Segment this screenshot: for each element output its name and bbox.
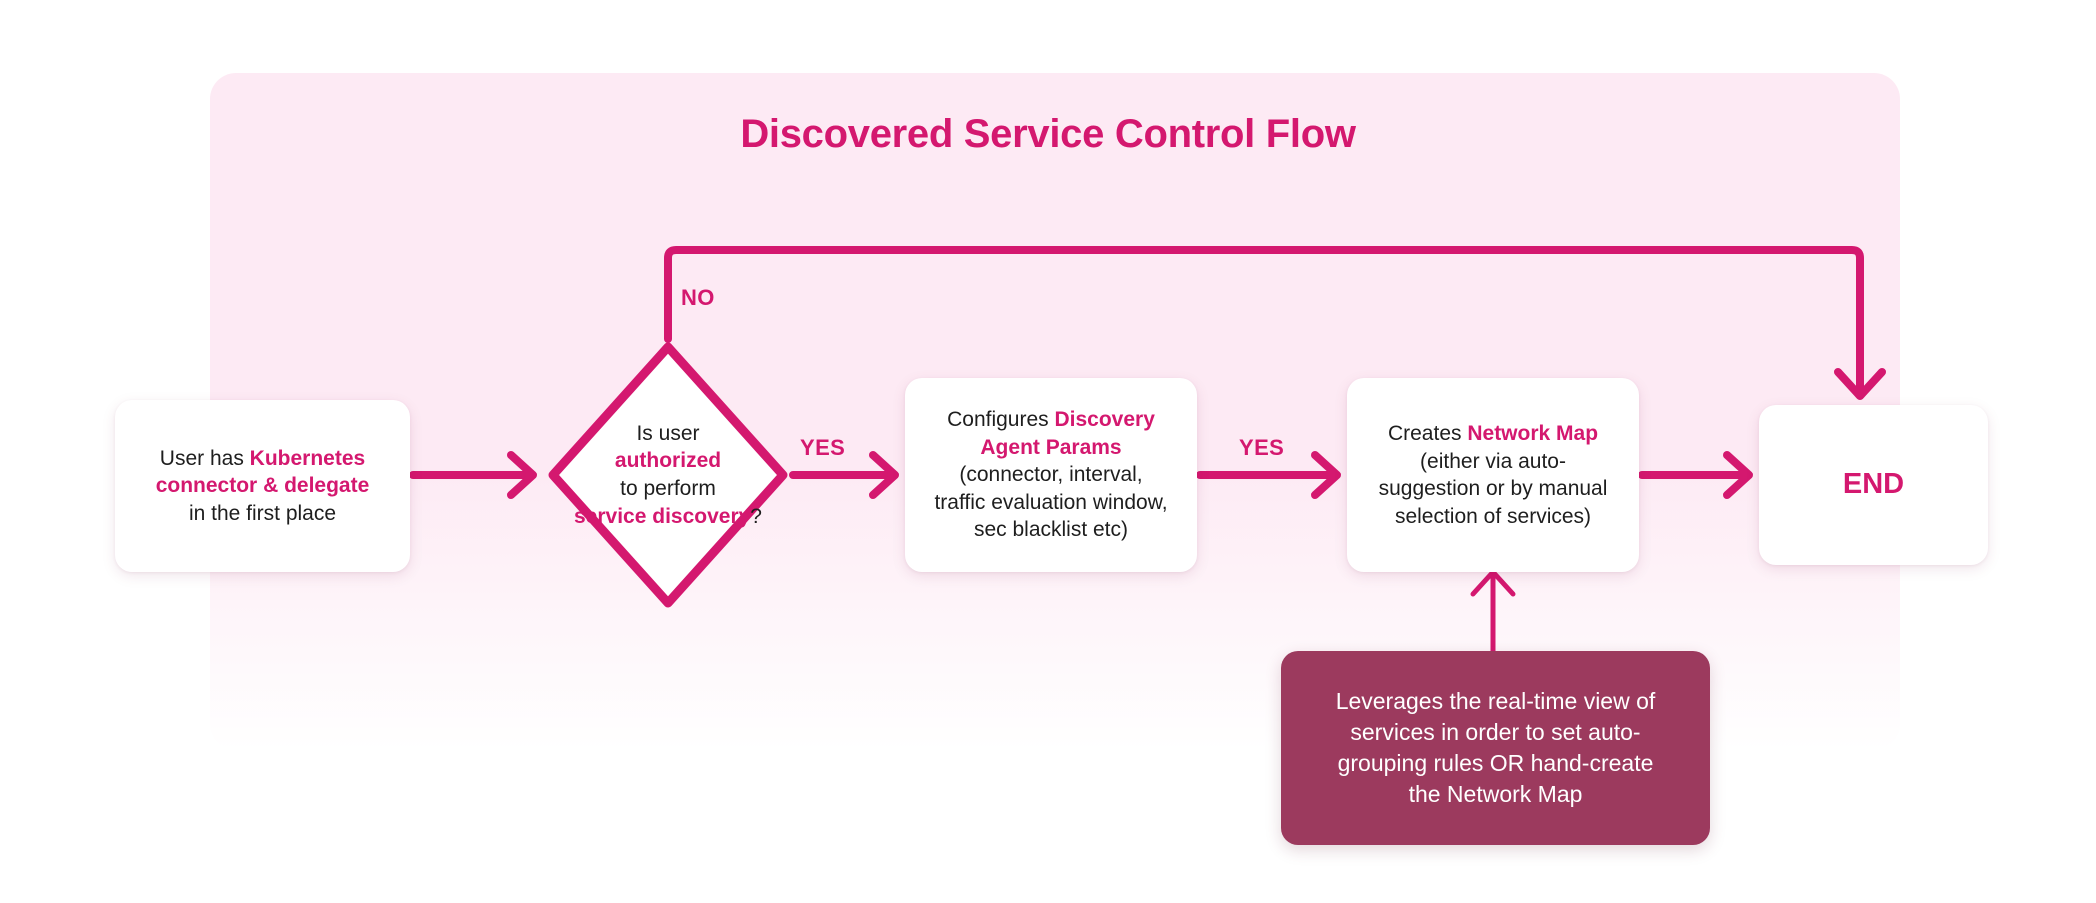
edge-label-no: NO: [681, 285, 715, 310]
note-line-1: Leverages the real-time view of: [1335, 688, 1656, 715]
decision-node[interactable]: Is user authorized to perform service di…: [545, 339, 791, 611]
network-map-node[interactable]: Creates Network Map (either via auto- su…: [1347, 378, 1639, 572]
start-node[interactable]: User has Kubernetes connector & delegate…: [115, 400, 410, 572]
network-map-node-text: Creates Network Map (either via auto- su…: [1379, 420, 1608, 530]
configure-line-3: (connector, interval,: [959, 463, 1143, 487]
leverages-note-text: Leverages the real-time view of services…: [1336, 686, 1656, 809]
end-node[interactable]: END: [1759, 405, 1988, 565]
netmap-line-1: Creates Network Map: [1387, 422, 1599, 445]
configure-line-5: sec blacklist etc): [973, 518, 1129, 542]
configure-node-text: Configures Discovery Agent Params (conne…: [934, 406, 1167, 544]
decision-diamond-shape: [548, 342, 788, 608]
start-line-2: connector & delegate: [155, 474, 370, 498]
netmap-line-2: (either via auto-: [1420, 449, 1566, 473]
edge-label-yes-first: YES: [800, 435, 846, 460]
configure-line-1: Configures Discovery: [947, 408, 1155, 432]
configure-node[interactable]: Configures Discovery Agent Params (conne…: [905, 378, 1197, 572]
start-node-text: User has Kubernetes connector & delegate…: [156, 445, 370, 528]
note-line-3: grouping rules OR hand-create: [1337, 750, 1654, 776]
page-title: Discovered Service Control Flow: [740, 112, 1356, 156]
decision-node-text: Is user authorized to perform service di…: [545, 339, 791, 611]
configure-line-4: traffic evaluation window,: [934, 490, 1168, 514]
start-line-3: in the first place: [188, 501, 337, 525]
decision-line-3: to perform: [620, 477, 716, 500]
netmap-line-4: selection of services): [1394, 504, 1592, 528]
start-line-1: User has Kubernetes: [159, 446, 366, 470]
edge-label-yes-second: YES: [1239, 435, 1285, 460]
netmap-line-3: suggestion or by manual: [1378, 477, 1608, 500]
configure-line-2: Agent Params: [980, 435, 1122, 459]
decision-line-4: service discovery?: [574, 504, 762, 528]
note-line-2: services in order to set auto-: [1350, 719, 1641, 746]
end-node-label: END: [1842, 468, 1905, 500]
note-line-4: the Network Map: [1408, 780, 1583, 807]
decision-line-2: authorized: [614, 449, 722, 473]
decision-line-1: Is user: [636, 421, 700, 445]
leverages-note: Leverages the real-time view of services…: [1281, 651, 1710, 845]
